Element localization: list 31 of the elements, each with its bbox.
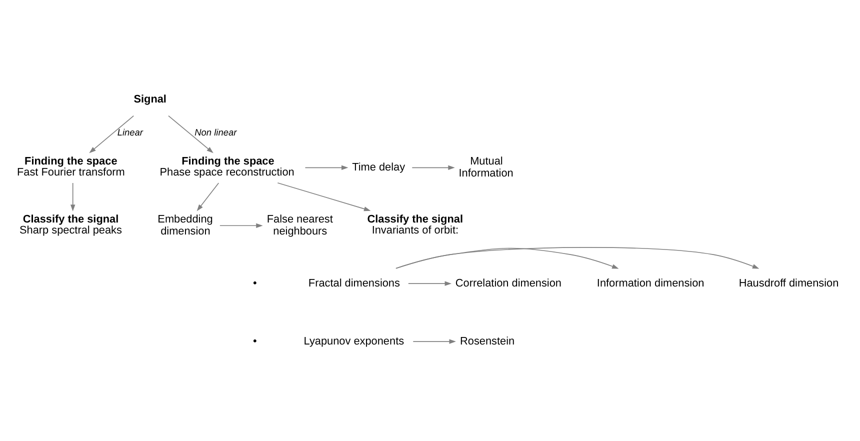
node-text: Finding the space Phase space reconstruction <box>160 155 294 178</box>
node-text: Classify the signal Invariants of orbit: <box>367 213 463 236</box>
arrow <box>412 338 456 344</box>
node-text: False nearest neighbours <box>266 213 333 237</box>
arrow <box>396 247 619 268</box>
arrow <box>396 246 760 268</box>
node-text: Information dimension <box>596 276 704 289</box>
node-text: Lyapunov exponents <box>304 334 404 347</box>
node-text: Rosenstein <box>460 334 515 347</box>
edge-label: Non linear <box>194 127 237 138</box>
arrow <box>196 182 220 211</box>
node-text: Correlation dimension <box>455 276 562 289</box>
arrow <box>304 164 348 170</box>
arrow <box>412 164 455 170</box>
arrow <box>70 182 76 211</box>
node-text: Time delay <box>352 161 406 174</box>
node-text: Classify the signal Sharp spectral peaks <box>20 213 122 236</box>
arrow <box>89 114 134 153</box>
arrow <box>408 280 452 286</box>
arrow <box>277 182 371 211</box>
node-text: Mutual Information <box>458 155 514 179</box>
label: • <box>252 334 257 347</box>
node-text: Signal <box>134 92 166 105</box>
node-text: Hausdroff dimension <box>738 276 839 289</box>
node-text: Embedding dimension <box>158 213 213 237</box>
node-text: Finding the space Fast Fourier transform <box>16 155 125 178</box>
arrow <box>220 222 263 228</box>
node-text: Fractal dimensions <box>308 276 400 289</box>
edge-label: Linear <box>117 127 143 138</box>
label: • <box>252 276 257 289</box>
arrow <box>168 114 214 153</box>
